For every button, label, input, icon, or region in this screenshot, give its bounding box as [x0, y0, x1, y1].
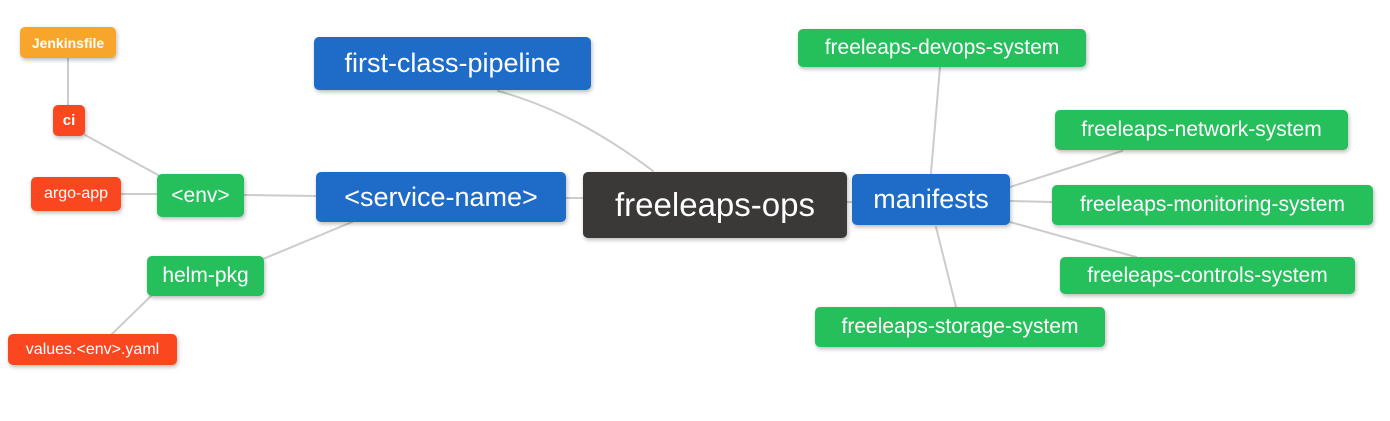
- node-service-name[interactable]: <service-name>: [316, 172, 566, 222]
- edge-manifests-devops: [930, 66, 941, 174]
- node-manifests[interactable]: manifests: [852, 174, 1010, 225]
- edge-manifests-controls: [1009, 221, 1137, 258]
- node-values-env-yaml[interactable]: values.<env>.yaml: [8, 334, 177, 365]
- edge-env-service-name: [243, 194, 317, 197]
- edge-manifests-monitoring: [1009, 200, 1053, 203]
- node-jenkinsfile[interactable]: Jenkinsfile: [20, 27, 116, 58]
- node-freeleaps-monitoring-system[interactable]: freeleaps-monitoring-system: [1052, 185, 1373, 225]
- node-freeleaps-network-system[interactable]: freeleaps-network-system: [1055, 110, 1348, 150]
- node-freeleaps-storage-system[interactable]: freeleaps-storage-system: [815, 307, 1105, 347]
- edge-service-name-helm-pkg: [262, 221, 353, 260]
- edge-helm-pkg-values: [111, 295, 152, 335]
- node-helm-pkg[interactable]: helm-pkg: [147, 256, 264, 296]
- edge-ci-env: [84, 134, 159, 176]
- node-freeleaps-ops[interactable]: freeleaps-ops: [583, 172, 847, 238]
- node-env[interactable]: <env>: [157, 174, 244, 217]
- node-ci[interactable]: ci: [53, 105, 85, 136]
- edge-manifests-network: [1009, 150, 1123, 188]
- edge-manifests-storage: [935, 226, 957, 308]
- node-first-class-pipeline[interactable]: first-class-pipeline: [314, 37, 591, 90]
- node-argo-app[interactable]: argo-app: [31, 177, 121, 211]
- edge-pipeline-ops: [497, 90, 654, 172]
- node-freeleaps-devops-system[interactable]: freeleaps-devops-system: [798, 29, 1086, 67]
- node-freeleaps-controls-system[interactable]: freeleaps-controls-system: [1060, 257, 1355, 294]
